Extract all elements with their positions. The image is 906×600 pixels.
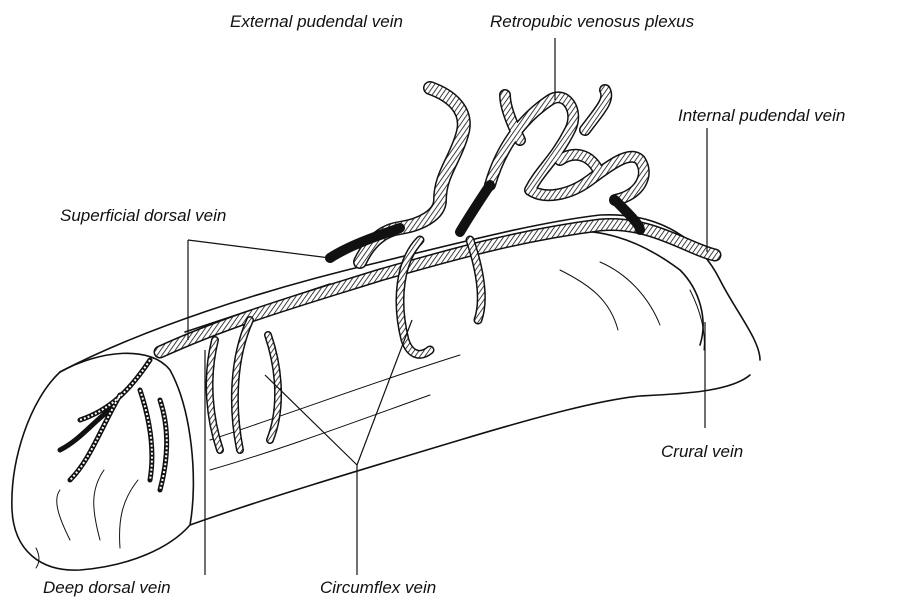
label-superficial-dorsal-vein: Superficial dorsal vein — [60, 206, 226, 226]
external-pudendal-vein-drawing — [330, 88, 464, 262]
label-deep-dorsal-vein: Deep dorsal vein — [43, 578, 171, 598]
label-retropubic-venosus-plexus: Retropubic venosus plexus — [490, 12, 694, 32]
label-crural-vein: Crural vein — [661, 442, 743, 462]
glans-venules-drawing — [60, 360, 167, 490]
label-external-pudendal-vein: External pudendal vein — [230, 12, 403, 32]
label-internal-pudendal-vein: Internal pudendal vein — [678, 106, 845, 126]
circumflex-veins-drawing — [210, 240, 482, 450]
retropubic-plexus-drawing — [460, 90, 644, 232]
label-circumflex-vein: Circumflex vein — [320, 578, 436, 598]
